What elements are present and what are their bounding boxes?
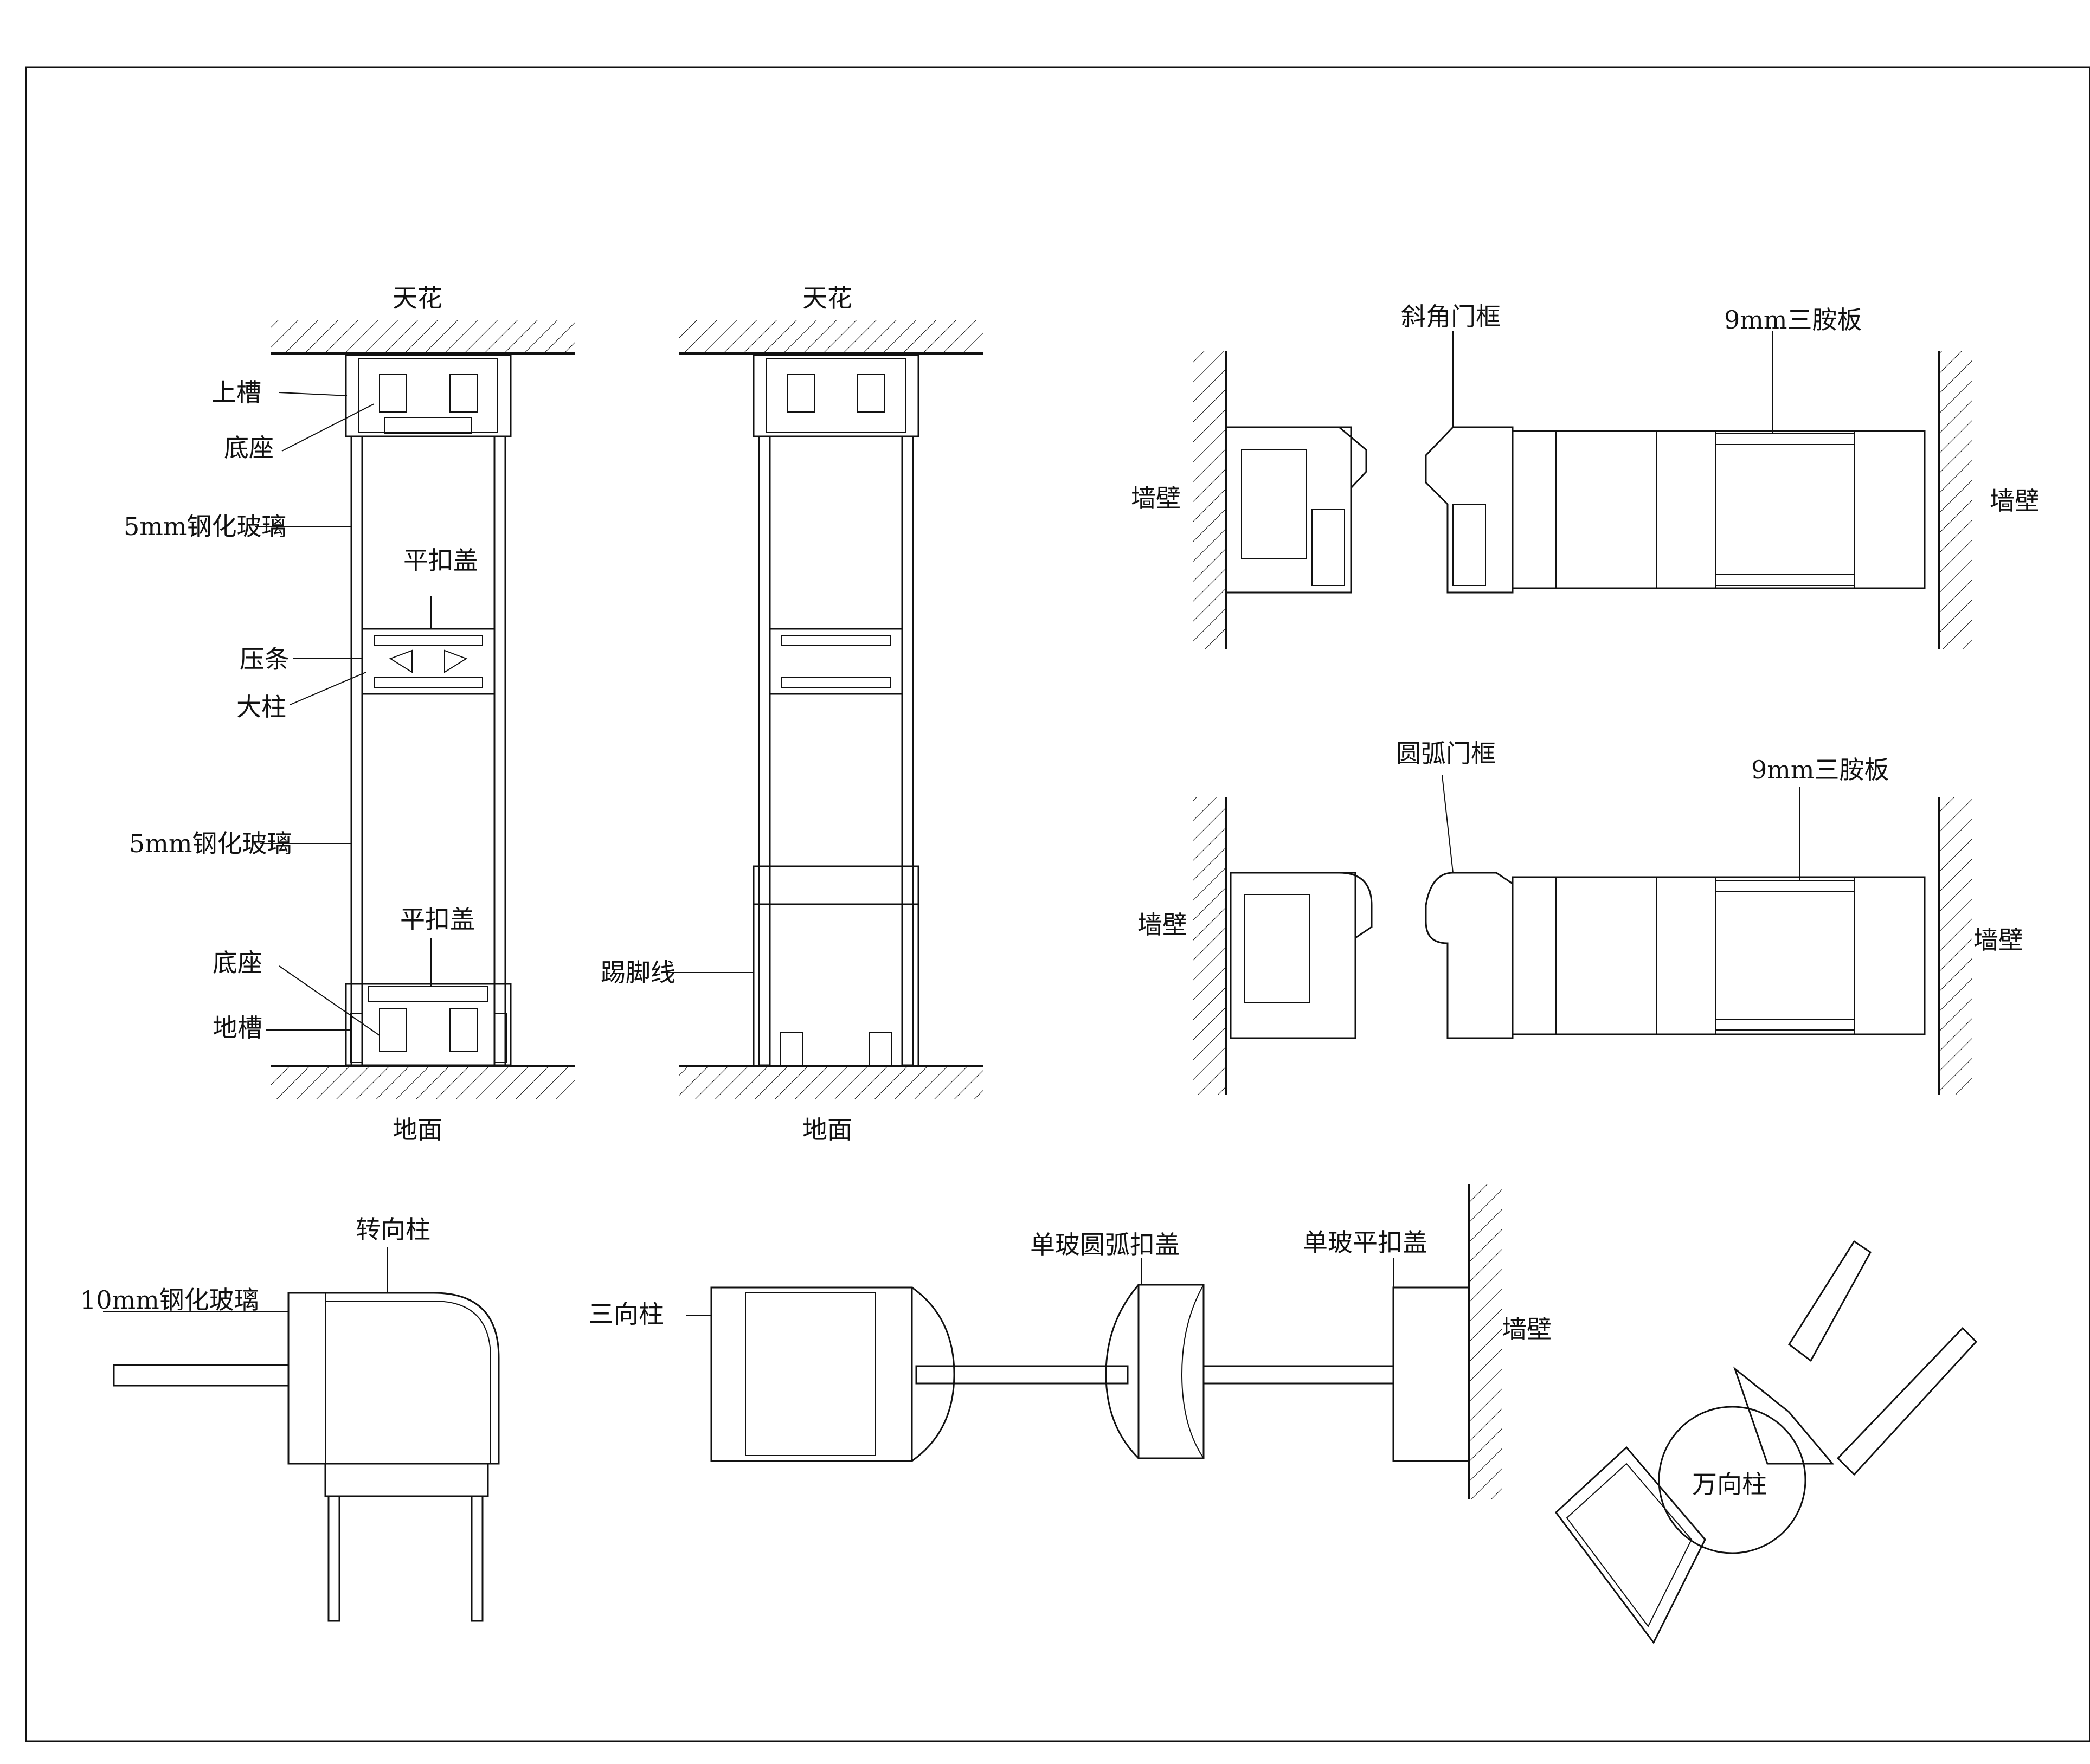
label-bevel-door-frame: 斜角门框 xyxy=(1401,302,1501,331)
partition-section-skirting xyxy=(667,320,983,1099)
label-floor-right: 地面 xyxy=(802,1115,852,1144)
floor-hatch xyxy=(271,1067,575,1099)
label-triamine-board-bottom: 9mm三胺板 xyxy=(1751,755,1889,784)
label-single-glass-arc-cap: 单玻圆弧扣盖 xyxy=(1030,1230,1180,1259)
label-three-way-post: 三向柱 xyxy=(589,1299,664,1329)
label-wall-top-right: 墙壁 xyxy=(1990,486,2040,516)
universal-post-arm-left xyxy=(1554,1446,1706,1644)
label-ceiling-left: 天花 xyxy=(393,284,442,313)
universal-post-circle xyxy=(1658,1406,1806,1554)
label-wall-bottom-row: 墙壁 xyxy=(1502,1315,1552,1344)
single-glass-arc-cap-profile xyxy=(1105,1284,1140,1459)
arc-door-frame-profile xyxy=(1425,872,1514,1039)
arc-door-frame-plan xyxy=(1193,775,1972,1095)
glass-pane-right xyxy=(493,435,506,1066)
label-glass-5mm-lower: 5mm钢化玻璃 xyxy=(129,829,292,858)
label-wall-bottom-right: 墙壁 xyxy=(1973,925,2023,955)
three-way-post-profile xyxy=(710,1286,913,1462)
labels: 天花 天花 上槽 底座 5mm钢化玻璃 平扣盖 压条 大柱 5mm钢化玻璃 平扣… xyxy=(80,284,2040,1499)
corner-post-plan xyxy=(103,1247,500,1622)
middle-post-profile xyxy=(361,628,496,695)
label-floor-channel: 地槽 xyxy=(213,1013,262,1042)
floor-channel-profile xyxy=(345,983,512,1066)
label-corner-post: 转向柱 xyxy=(356,1215,430,1244)
ceiling-hatch xyxy=(271,320,575,352)
corner-post-profile xyxy=(287,1292,500,1465)
top-channel-profile xyxy=(345,354,512,437)
bevel-door-frame-profile xyxy=(1425,426,1514,594)
label-floor-left: 地面 xyxy=(393,1115,442,1144)
glass-pane-center xyxy=(915,1365,1129,1385)
label-skirting: 踢脚线 xyxy=(601,958,676,987)
label-glass-10mm: 10mm钢化玻璃 xyxy=(80,1285,259,1315)
triamine-board-top-edge xyxy=(1715,433,1855,445)
three-way-post-plan xyxy=(686,1184,1502,1499)
label-wall-bottom-left: 墙壁 xyxy=(1137,910,1187,939)
bevel-door-frame-plan xyxy=(1193,331,1972,649)
label-universal-post: 万向柱 xyxy=(1692,1470,1767,1499)
universal-post-glass-2 xyxy=(1836,1327,1978,1476)
label-top-channel: 上槽 xyxy=(211,378,261,407)
label-ceiling-right: 天花 xyxy=(802,284,852,313)
label-base-top: 底座 xyxy=(224,433,274,462)
label-wall-top-left: 墙壁 xyxy=(1131,484,1181,513)
label-triamine-board-top: 9mm三胺板 xyxy=(1724,305,1862,334)
single-glass-flat-cap-profile xyxy=(1392,1286,1470,1462)
label-flat-cap-lower: 平扣盖 xyxy=(400,905,475,934)
universal-post-plan xyxy=(1554,1240,1978,1644)
label-main-post: 大柱 xyxy=(236,692,286,722)
glass-pane-left xyxy=(350,435,363,1066)
label-glass-5mm-upper: 5mm钢化玻璃 xyxy=(124,512,287,541)
universal-post-glass-1 xyxy=(1787,1240,1872,1362)
label-bead: 压条 xyxy=(240,645,290,674)
label-base-bottom: 底座 xyxy=(213,948,262,977)
sheet-border xyxy=(25,66,2090,1742)
partition-section-left xyxy=(255,320,575,1099)
label-arc-door-frame: 圆弧门框 xyxy=(1396,739,1496,768)
universal-post-arm-right xyxy=(1733,1366,1835,1465)
glass-10mm-pane xyxy=(113,1364,290,1387)
label-single-glass-flat-cap: 单玻平扣盖 xyxy=(1303,1228,1427,1257)
skirting-profile xyxy=(753,903,919,1067)
label-flat-cap-upper: 平扣盖 xyxy=(403,546,478,575)
